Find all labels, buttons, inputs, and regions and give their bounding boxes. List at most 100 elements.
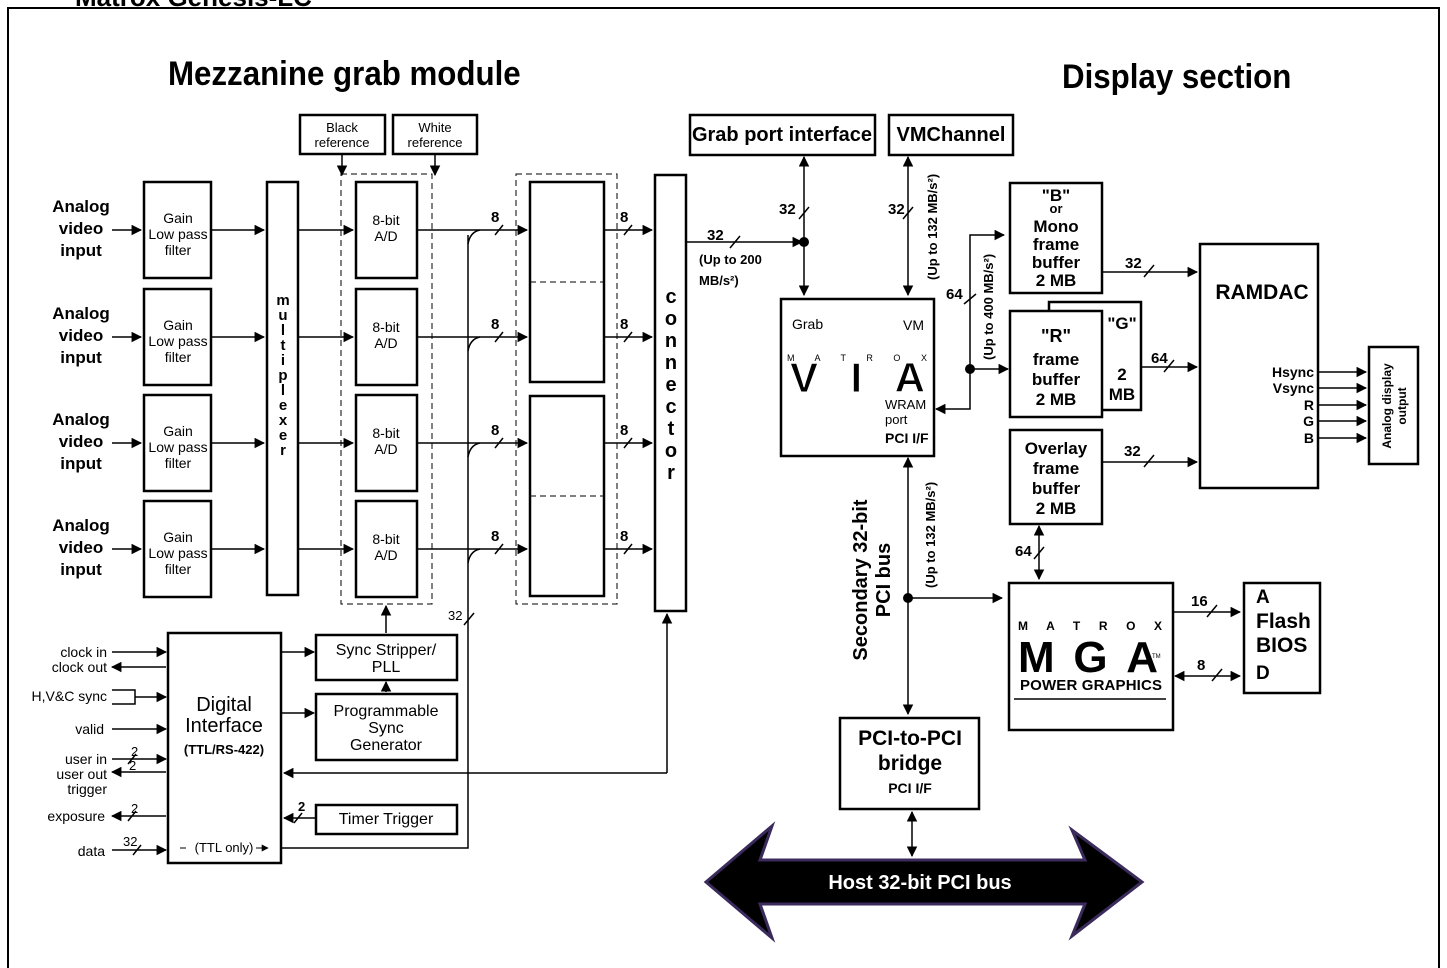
adc-label: 8-bit (372, 531, 399, 547)
svg-text:64: 64 (1151, 350, 1168, 367)
svg-text:B: B (1304, 430, 1314, 446)
vm-rate: (Up to 132 MB/s²) (925, 174, 940, 280)
multiplexer-letter: x (279, 412, 288, 429)
svg-text:clock out: clock out (52, 659, 107, 675)
svg-text:(TTL/RS-422): (TTL/RS-422) (184, 742, 264, 757)
gain-filter-label: Low pass (148, 439, 207, 455)
svg-text:64: 64 (946, 286, 963, 303)
svg-text:A: A (1256, 587, 1270, 608)
svg-text:output: output (1395, 387, 1409, 424)
gain-filter-box (142, 393, 213, 493)
svg-text:BIOS: BIOS (1256, 634, 1307, 657)
gain-filter-label: Low pass (148, 333, 207, 349)
svg-text:or: or (1050, 201, 1063, 216)
secondary-rate: (Up to 132 MB/s²) (923, 482, 938, 588)
svg-text:(TTL only): (TTL only) (195, 840, 254, 855)
white-reference-box: White reference (391, 113, 479, 156)
svg-text:MB/s²): MB/s²) (699, 273, 739, 288)
connector-letter: o (665, 308, 677, 330)
gain-filter-label: Low pass (148, 226, 207, 242)
svg-text:PLL: PLL (372, 659, 401, 676)
analog-input-label: video (59, 219, 103, 238)
svg-text:clock in: clock in (60, 644, 107, 660)
svg-text:buffer: buffer (1032, 479, 1081, 498)
svg-text:2: 2 (131, 744, 138, 759)
svg-text:2: 2 (129, 758, 136, 773)
adc-label: A/D (374, 441, 397, 457)
r-buffer-box: "R" frame buffer 2 MB (1008, 309, 1104, 419)
bus-width-label: 8 (491, 316, 499, 333)
svg-text:Overlay: Overlay (1025, 439, 1088, 458)
digital-signals: clock in clock out H,V&C sync valid user… (32, 644, 168, 859)
svg-text:Host 32-bit PCI bus: Host 32-bit PCI bus (828, 872, 1011, 894)
svg-text:port: port (885, 412, 908, 427)
connector-letter: n (665, 352, 677, 374)
secondary-bus-label-2: PCI bus (873, 543, 895, 617)
svg-text:bridge: bridge (878, 752, 942, 775)
svg-text:valid: valid (75, 721, 104, 737)
svg-text:D: D (1256, 663, 1270, 684)
multiplexer-letter: l (281, 382, 285, 399)
svg-text:RAMDAC: RAMDAC (1215, 281, 1308, 304)
flash-bios-box: A Flash BIOS D (1242, 581, 1322, 695)
mga-logo: MGA (1018, 633, 1158, 682)
analog-input-label: Analog (52, 516, 110, 535)
connector-letter: r (667, 462, 675, 484)
sync-stripper-box: Sync Stripper/ PLL (314, 633, 459, 682)
svg-text:16: 16 (1191, 593, 1208, 610)
adc-box (354, 180, 419, 280)
svg-text:White: White (418, 120, 451, 135)
host-pci-bus-arrow: Host 32-bit PCI bus (703, 821, 1145, 943)
mga-chip-box: M A T R O X MGA TM POWER GRAPHICS (1007, 581, 1175, 732)
gain-filter-label: Gain (163, 317, 193, 333)
pci-bridge-box: PCI-to-PCI bridge PCI I/F (838, 716, 981, 811)
svg-text:user out: user out (56, 766, 107, 782)
gain-filter-box (142, 287, 213, 387)
svg-text:buffer: buffer (1032, 370, 1081, 389)
analog-input-label: Analog (52, 410, 110, 429)
svg-text:"B": "B" (1042, 186, 1070, 205)
svg-text:32: 32 (1124, 443, 1141, 460)
adc-label: A/D (374, 547, 397, 563)
svg-text:buffer: buffer (1032, 253, 1081, 272)
svg-text:PCI-to-PCI: PCI-to-PCI (858, 727, 962, 750)
gain-filter-label: Gain (163, 210, 193, 226)
multiplexer-letter: r (280, 442, 286, 459)
multiplexer-letter: u (278, 307, 287, 324)
adc-label: 8-bit (372, 425, 399, 441)
svg-text:Sync: Sync (368, 720, 404, 737)
gain-filter-label: Gain (163, 423, 193, 439)
svg-text:Generator: Generator (350, 737, 423, 754)
gain-filter-label: filter (165, 242, 192, 258)
analog-input-label: input (60, 560, 102, 579)
svg-text:Mono: Mono (1033, 217, 1078, 236)
svg-text:2 MB: 2 MB (1036, 390, 1077, 409)
gain-filter-label: filter (165, 561, 192, 577)
svg-text:8: 8 (1197, 657, 1205, 674)
gain-filter-label: filter (165, 455, 192, 471)
svg-text:POWER GRAPHICS: POWER GRAPHICS (1020, 677, 1162, 694)
connector-letter: t (668, 418, 675, 440)
connector-letter: e (665, 374, 676, 396)
bus-width-label: 8 (620, 422, 628, 439)
analog-input-label: input (60, 241, 102, 260)
svg-text:VM: VM (903, 317, 924, 333)
adc-label: 8-bit (372, 212, 399, 228)
adc-box (354, 393, 419, 493)
svg-text:Analog display: Analog display (1380, 363, 1394, 449)
analog-input-label: Analog (52, 197, 110, 216)
svg-text:32: 32 (779, 201, 796, 218)
analog-display-output-box: Analog display output (1367, 345, 1420, 466)
multiplexer-letter: m (276, 292, 289, 309)
svg-text:2 MB: 2 MB (1036, 499, 1077, 518)
page-title: Matrox Genesis-LC (75, 0, 312, 12)
svg-text:H,V&C sync: H,V&C sync (32, 688, 107, 704)
adc-label: A/D (374, 228, 397, 244)
svg-text:32: 32 (123, 834, 137, 849)
svg-text:Sync Stripper/: Sync Stripper/ (336, 642, 437, 659)
black-reference-box: Black reference (298, 113, 387, 156)
